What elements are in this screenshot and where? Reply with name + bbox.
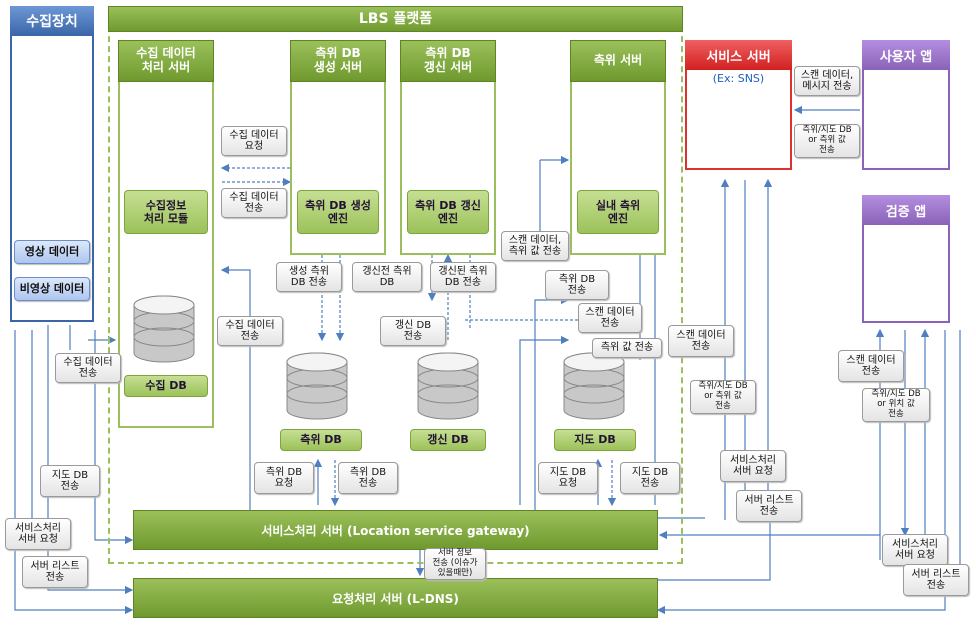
label-map-db-send: 지도 DB 전송 bbox=[620, 462, 680, 494]
update-server-title: 측위 DB 갱신 서버 bbox=[400, 40, 496, 82]
map-db-icon bbox=[563, 352, 625, 420]
pos-db-label: 측위 DB bbox=[280, 429, 362, 451]
label-pos-val-send: 측위 값 전송 bbox=[592, 338, 662, 358]
update-db-label: 갱신 DB bbox=[410, 429, 486, 451]
pos-db-icon bbox=[286, 352, 348, 420]
lbs-platform-title: LBS 플랫폼 bbox=[108, 6, 683, 32]
label-pos-map-right: 측위/지도 DB or 위치 값 전송 bbox=[862, 388, 930, 422]
update-engine: 측위 DB 갱신 엔진 bbox=[407, 190, 489, 234]
label-svr-list-right: 서버 리스트 전송 bbox=[903, 564, 969, 596]
verify-app-title: 검증 앱 bbox=[862, 195, 950, 225]
label-svr-list-mid: 서버 리스트 전송 bbox=[736, 490, 802, 522]
pos-engine: 실내 측위 엔진 bbox=[577, 190, 659, 234]
map-db-label: 지도 DB bbox=[554, 429, 636, 451]
label-send-collect-1: 수집 데이터 전송 bbox=[221, 188, 287, 218]
label-pos-db-req: 측위 DB 요청 bbox=[254, 462, 314, 494]
label-scan-pos-send: 스캔 데이터, 측위 값 전송 bbox=[501, 231, 569, 261]
gen-engine: 측위 DB 생성 엔진 bbox=[297, 190, 379, 234]
collector-panel bbox=[10, 6, 94, 322]
label-svr-list-left: 서버 리스트 전송 bbox=[22, 556, 88, 588]
gateway-bar: 서비스처리 서버 (Location service gateway) bbox=[133, 510, 658, 550]
collect-server-title: 수집 데이터 처리 서버 bbox=[118, 40, 214, 82]
update-db-icon bbox=[417, 352, 479, 420]
label-post-update-db: 갱신된 측위 DB 전송 bbox=[430, 262, 496, 292]
nonvideo-data-box: 비영상 데이터 bbox=[14, 277, 90, 301]
label-send-collect-3: 수집 데이터 전송 bbox=[55, 353, 121, 383]
video-data-box: 영상 데이터 bbox=[14, 240, 90, 264]
label-pos-map-val: 측위/지도 DB or 측위 값 전송 bbox=[794, 124, 860, 158]
ldns-bar: 요청처리 서버 (L-DNS) bbox=[133, 578, 658, 618]
label-svc-req-left: 서비스처리 서버 요청 bbox=[5, 518, 71, 550]
label-send-gen-db: 생성 측위 DB 전송 bbox=[276, 262, 342, 292]
label-pos-db-send-2: 측위 DB 전송 bbox=[338, 462, 398, 494]
label-scan-right: 스캔 데이터 전송 bbox=[838, 350, 904, 382]
collect-db-label: 수집 DB bbox=[124, 375, 208, 397]
label-svc-req-right: 서비스처리 서버 요청 bbox=[882, 534, 948, 566]
label-update-db-send: 갱신 DB 전송 bbox=[380, 316, 446, 346]
service-server-subtitle: (Ex: SNS) bbox=[712, 72, 765, 85]
label-send-collect-2: 수집 데이터 전송 bbox=[217, 316, 283, 346]
label-pos-map-mid: 측위/지도 DB or 측위 값 전송 bbox=[690, 380, 756, 414]
label-pos-db-send: 측위 DB 전송 bbox=[545, 270, 609, 300]
label-scan-mid: 스캔 데이터 전송 bbox=[668, 325, 734, 357]
pos-server-title: 측위 서버 bbox=[570, 40, 666, 82]
label-map-db-send-left: 지도 DB 전송 bbox=[40, 465, 100, 497]
collect-db-icon bbox=[133, 295, 195, 363]
label-req-collect: 수집 데이터 요청 bbox=[221, 126, 287, 156]
label-scan-msg: 스캔 데이터, 메시지 전송 bbox=[794, 66, 860, 96]
collect-module: 수집정보 처리 모듈 bbox=[124, 190, 208, 234]
label-pre-update-db: 갱신전 측위 DB bbox=[352, 262, 422, 292]
label-scan-send: 스캔 데이터 전송 bbox=[578, 303, 642, 333]
collector-title: 수집장치 bbox=[10, 6, 94, 36]
label-svr-info: 서버 정보 전송 (이슈가 있을때만) bbox=[424, 548, 486, 580]
label-map-db-req: 지도 DB 요청 bbox=[538, 462, 598, 494]
user-app-title: 사용자 앱 bbox=[862, 40, 950, 70]
service-server-title: 서비스 서버 bbox=[685, 40, 792, 70]
gen-server-title: 측위 DB 생성 서버 bbox=[290, 40, 386, 82]
label-svc-req-mid: 서비스처리 서버 요청 bbox=[720, 450, 786, 482]
collect-server-panel bbox=[118, 40, 214, 428]
